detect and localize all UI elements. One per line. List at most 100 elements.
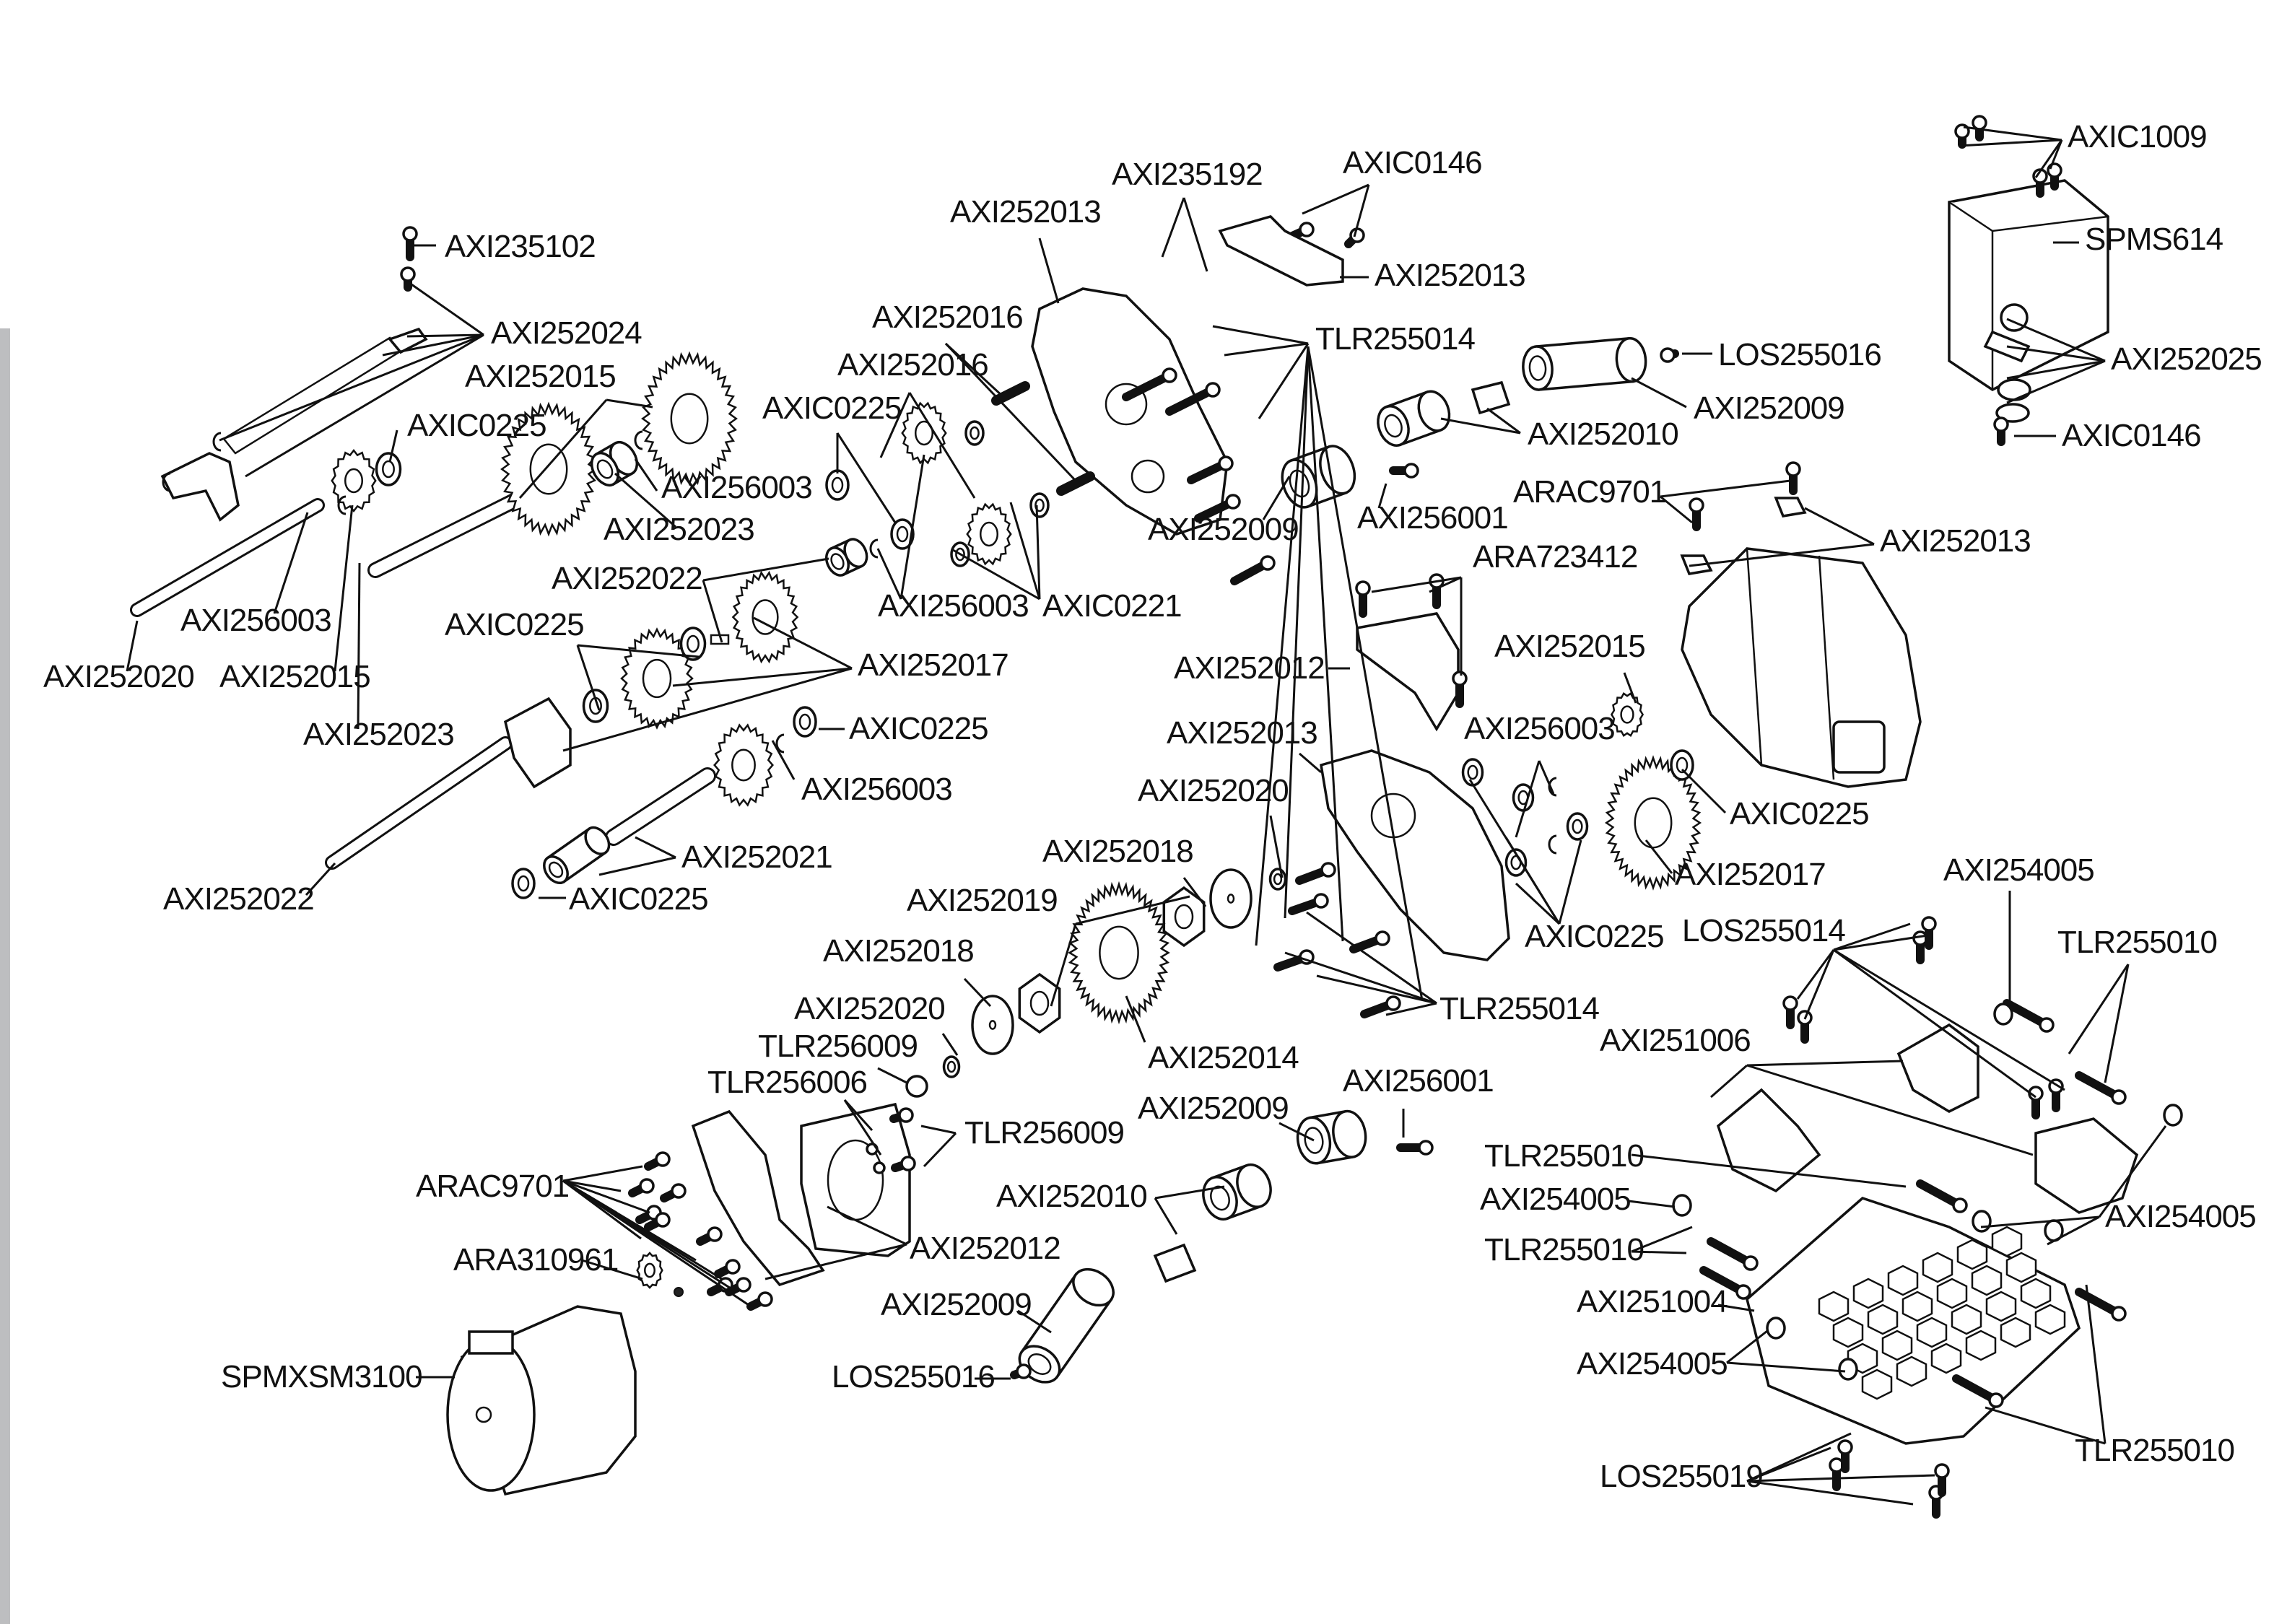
leader-line <box>562 1179 752 1308</box>
e-clip-part <box>775 733 785 754</box>
leader-lines <box>126 126 2167 1506</box>
screw-axic0146 <box>1344 227 1365 248</box>
part-label: AXI252013 <box>950 194 1101 230</box>
part-label: AXIC0225 <box>849 711 988 746</box>
part-label: AXIC0221 <box>1042 588 1182 624</box>
bearing-axic0225 <box>375 452 402 486</box>
part-label: AXI252023 <box>604 512 754 547</box>
part-label: ARA723412 <box>1473 539 1637 575</box>
leader-line <box>1316 974 1437 1005</box>
part-label: TLR255014 <box>1315 321 1475 357</box>
bearing-axic0225 <box>1461 758 1484 787</box>
e-clip-part <box>1548 834 1557 855</box>
leader-line <box>1631 1250 1687 1254</box>
leader-line <box>764 1243 907 1280</box>
shift-fork-part <box>160 452 240 522</box>
link-mount-axi251006 <box>1896 1023 1979 1113</box>
leader-line <box>219 333 484 442</box>
idler-gear-axi252016 <box>966 502 1012 566</box>
part-label: ARAC9701 <box>416 1169 569 1204</box>
spur-gear-axi252017 <box>1604 755 1702 891</box>
part-label: AXI254005 <box>1480 1182 1631 1217</box>
screw-arac9701 <box>696 1226 723 1246</box>
leader-line <box>634 458 658 492</box>
part-label: AXI252010 <box>1528 416 1678 452</box>
leader-line <box>305 862 336 896</box>
motor-mount-axi252012 <box>691 1109 825 1287</box>
leader-line <box>1681 768 1727 814</box>
screw-tlr255010 <box>1952 1374 2004 1408</box>
screw-los <box>1921 916 1937 950</box>
screw-arac9701 <box>660 1183 687 1202</box>
skid-plate-cell <box>1930 1343 1962 1374</box>
gear-axi256003-small <box>713 723 774 807</box>
pinion-axi252015 <box>1610 691 1644 738</box>
e-clip-part <box>337 495 347 515</box>
e-clip-part <box>1548 777 1557 797</box>
part-label: AXI252022 <box>163 881 314 917</box>
link-mount-axi251006 <box>1716 1088 1821 1193</box>
coupler-axi252010 <box>1377 390 1451 447</box>
part-label: TLR255014 <box>1439 991 1599 1026</box>
leader-line <box>1440 417 1521 435</box>
part-label: AXI252020 <box>794 991 945 1026</box>
gear-axi252015-large <box>500 401 597 537</box>
screw-tlr255014 <box>1288 893 1329 915</box>
servo-washer <box>1995 403 2030 423</box>
part-label: TLR256009 <box>964 1115 1124 1151</box>
leader-line <box>1726 1361 1846 1373</box>
screw-tlr255014 <box>1194 494 1241 523</box>
leader-line <box>963 977 992 1008</box>
disc-axi252018 <box>971 995 1014 1055</box>
leader-line <box>2049 139 2063 170</box>
screw-tlr256009 <box>891 1156 916 1172</box>
leader-line <box>836 432 897 523</box>
part-label: AXI252018 <box>1042 834 1193 869</box>
screw-ara723412 <box>1452 671 1468 708</box>
screw-tlr255010 <box>2075 1288 2127 1322</box>
leader-line <box>2006 345 2106 362</box>
e-clip-part <box>212 432 222 452</box>
screw-tlr255014 <box>1360 995 1401 1018</box>
leader-line <box>576 645 601 711</box>
leader-line <box>944 342 1077 482</box>
part-label: AXIC0225 <box>407 408 546 443</box>
screw-tlr255014 <box>1273 949 1315 972</box>
washer-axi252020 <box>942 1055 961 1078</box>
part-label: AXIC0146 <box>1343 145 1482 180</box>
leader-line <box>1558 839 1582 925</box>
motor-spmxsm3100 <box>446 1305 637 1496</box>
part-label: AXI254005 <box>1577 1346 1728 1381</box>
plate-axi252019 <box>1162 886 1206 948</box>
leader-line <box>2068 964 2130 1055</box>
bearing-axic0225 <box>582 689 609 723</box>
leader-line <box>1660 479 1791 498</box>
servo-mount-axi252013 <box>1218 215 1344 287</box>
yoke-axi252010 <box>1471 380 1511 415</box>
leader-line <box>920 1125 957 1135</box>
leader-line <box>388 429 398 463</box>
part-label: AXI252021 <box>681 839 832 875</box>
screw-arac9701 <box>644 1212 671 1231</box>
screw-los <box>1912 930 1928 964</box>
disc-axi252018 <box>1209 868 1253 929</box>
skid-plate-cell <box>1971 1265 2003 1296</box>
skid-plate-cell <box>1852 1278 1884 1309</box>
part-label: AXI252017 <box>1675 857 1826 892</box>
e-clip-part <box>162 472 171 492</box>
screw-los <box>1797 1010 1813 1044</box>
part-label: AXI235102 <box>445 229 596 264</box>
screw-tlr255014 <box>1230 555 1276 585</box>
part-label: AXI252018 <box>823 933 974 969</box>
leader-line <box>577 644 700 658</box>
leader-line <box>357 562 361 730</box>
skid-plate-cell <box>2034 1304 2066 1335</box>
part-label: AXI252013 <box>1167 715 1317 751</box>
leader-line <box>2006 359 2106 380</box>
leader-line <box>843 1099 882 1156</box>
part-label: AXI252020 <box>1138 773 1289 808</box>
pin-axi252016 <box>1056 471 1095 496</box>
part-label: AXI252009 <box>881 1287 1032 1322</box>
part-label: AXI251004 <box>1577 1284 1728 1319</box>
leader-line <box>2006 359 2106 404</box>
